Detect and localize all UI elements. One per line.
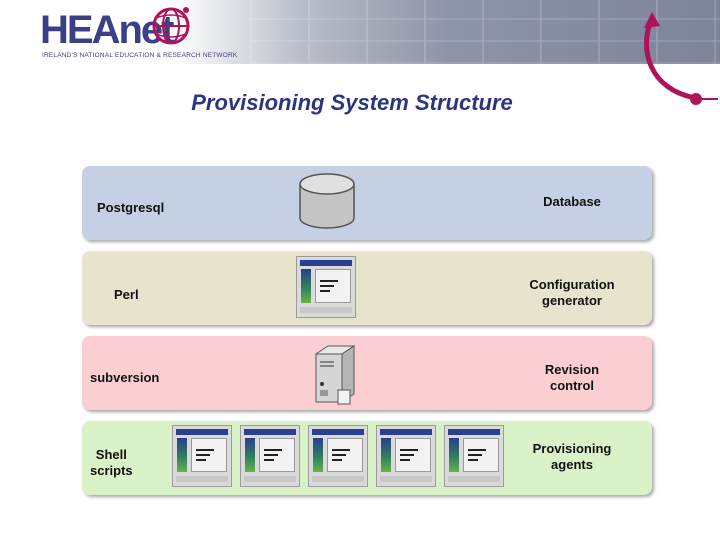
globe-logo-icon xyxy=(152,7,190,45)
layer-left-label: Perl xyxy=(114,287,139,302)
layer-left-label: subversion xyxy=(90,370,160,385)
layer-left-label: Postgresql xyxy=(97,200,165,215)
heanet-logo-wordmark: HEAnet xyxy=(40,8,174,52)
application-window-icon xyxy=(172,425,232,487)
layer-database: Postgresql Database xyxy=(82,166,652,240)
application-window-icon xyxy=(308,425,368,487)
layer-right-label: Database xyxy=(543,194,601,209)
application-window-icon xyxy=(376,425,436,487)
application-window-icon xyxy=(296,256,356,318)
banner-pattern xyxy=(250,0,720,64)
page-title: Provisioning System Structure xyxy=(191,90,513,115)
database-cylinder-icon xyxy=(299,173,355,229)
server-icon xyxy=(314,345,356,405)
header-banner xyxy=(0,0,720,64)
swoosh-arrow-icon xyxy=(644,12,718,105)
application-window-icon xyxy=(444,425,504,487)
heanet-logo-tagline: IRELAND'S NATIONAL EDUCATION & RESEARCH … xyxy=(42,52,238,59)
application-window-icon xyxy=(240,425,300,487)
